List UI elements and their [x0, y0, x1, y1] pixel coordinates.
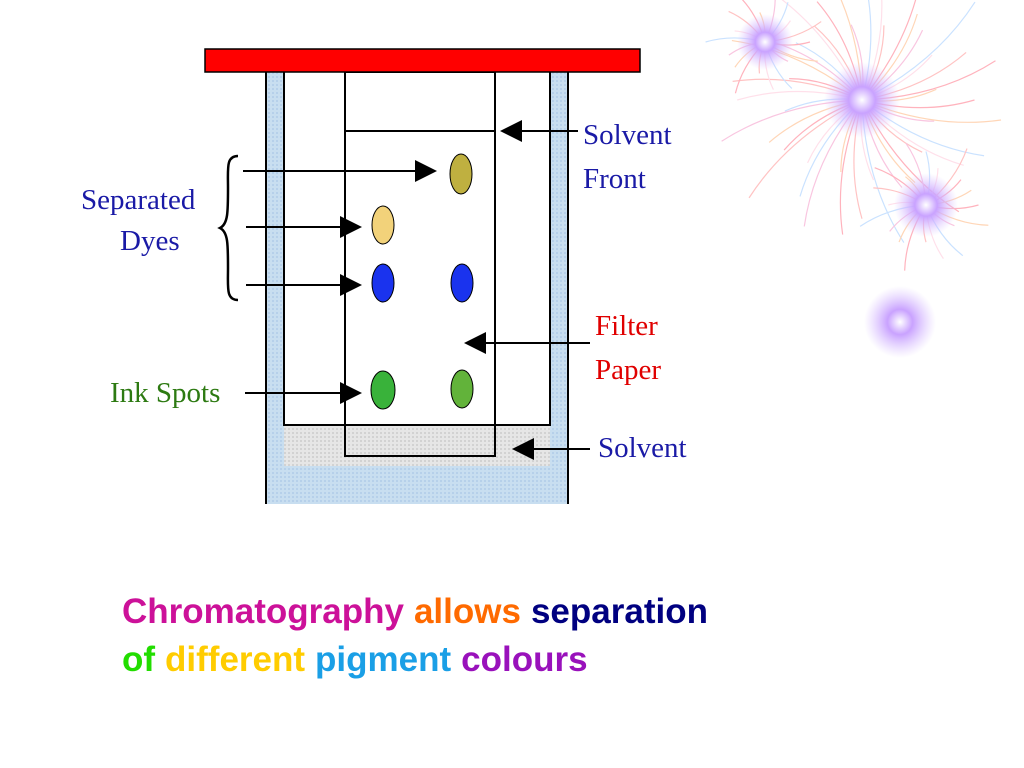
caption-word: of: [122, 640, 156, 679]
spot-blue-left: [371, 263, 395, 303]
caption-word: different: [165, 640, 306, 679]
firework-decoration: [705, 0, 1002, 358]
separated-dyes-brace: [217, 154, 239, 302]
arrow-solvent: [512, 438, 590, 460]
pointer-arrows: [243, 120, 590, 460]
beaker-lid: [204, 48, 641, 73]
beaker-solvent-fill: [266, 466, 568, 504]
filter-paper: [344, 71, 496, 457]
label-solvent-front-line2: Front: [583, 163, 646, 195]
caption-word: colours: [461, 640, 588, 679]
arrow-peach-dye: [246, 216, 362, 238]
label-separated-dyes-line2: Dyes: [120, 225, 180, 257]
spot-green-left: [370, 370, 396, 410]
arrow-filter-paper: [464, 332, 590, 354]
beaker-left-wall: [266, 72, 284, 504]
solvent-layer: [284, 425, 550, 466]
caption-word: allows: [413, 592, 521, 631]
caption-word: separation: [530, 592, 708, 631]
spot-blue-right: [450, 263, 474, 303]
label-filter-paper-line1: Filter: [595, 310, 658, 342]
label-ink-spots: Ink Spots: [110, 377, 220, 409]
spot-olive-top: [449, 153, 473, 195]
dye-spots: [370, 153, 474, 410]
label-filter-paper-line2: Paper: [595, 354, 661, 386]
label-solvent-front-line1: Solvent: [583, 119, 672, 151]
beaker-outline: [265, 72, 569, 504]
arrow-top-dye: [243, 160, 437, 182]
arrow-solvent-front: [500, 120, 578, 142]
caption-word: Chromatography: [122, 592, 404, 631]
label-separated-dyes-line1: Separated: [81, 184, 196, 216]
label-solvent: Solvent: [598, 432, 687, 464]
spot-peach: [371, 205, 395, 245]
caption-word: pigment: [315, 640, 452, 679]
beaker-right-wall: [550, 72, 568, 504]
arrow-blue-dye: [246, 274, 362, 296]
arrow-ink-spots: [245, 382, 362, 404]
spot-green-right: [450, 369, 474, 409]
